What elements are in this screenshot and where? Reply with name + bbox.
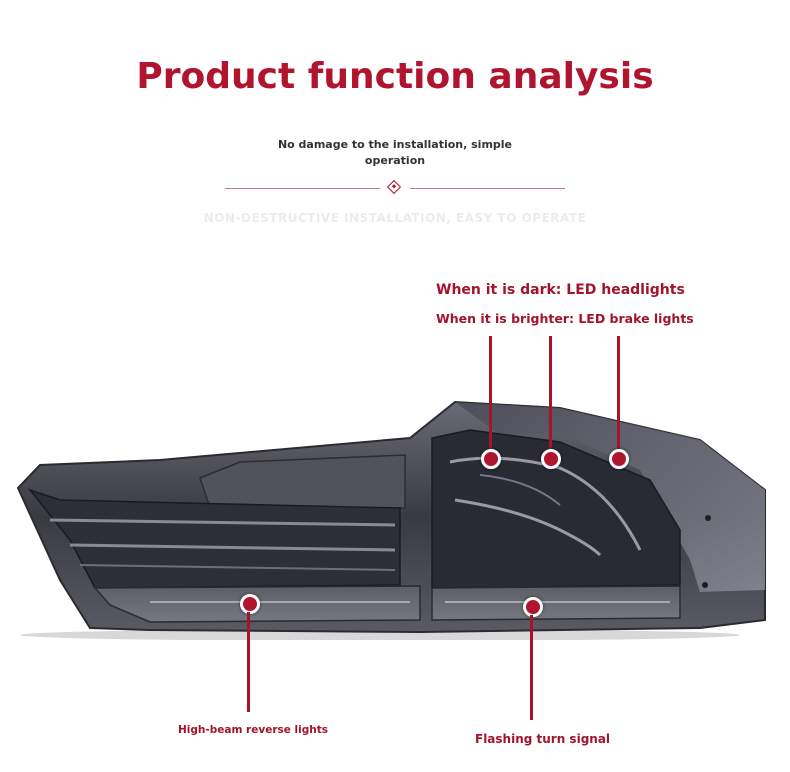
- callout-line-1: [489, 336, 492, 454]
- callout-dot-3: [609, 449, 629, 469]
- label-reverse-lights: High-beam reverse lights: [178, 724, 328, 736]
- divider-right: [410, 188, 565, 189]
- callout-dot-turn: [523, 597, 543, 617]
- divider-left: [225, 188, 380, 189]
- label-led-brake-lights: When it is brighter: LED brake lights: [436, 311, 694, 326]
- subtitle: No damage to the installation, simple op…: [277, 138, 513, 167]
- callout-line-3: [617, 336, 620, 454]
- label-turn-signal: Flashing turn signal: [475, 732, 611, 746]
- callout-line-turn: [530, 615, 533, 720]
- callout-line-2: [549, 336, 552, 454]
- taillight-image: [16, 400, 766, 640]
- page-title: Product function analysis: [136, 56, 654, 97]
- callout-dot-2: [541, 449, 561, 469]
- callout-line-reverse: [247, 612, 250, 712]
- label-led-headlights: When it is dark: LED headlights: [436, 282, 685, 298]
- callout-dot-1: [481, 449, 501, 469]
- callout-dot-reverse: [240, 594, 260, 614]
- diamond-icon: [386, 179, 402, 195]
- ghost-caption: NON-DESTRUCTIVE INSTALLATION, EASY TO OP…: [203, 211, 587, 225]
